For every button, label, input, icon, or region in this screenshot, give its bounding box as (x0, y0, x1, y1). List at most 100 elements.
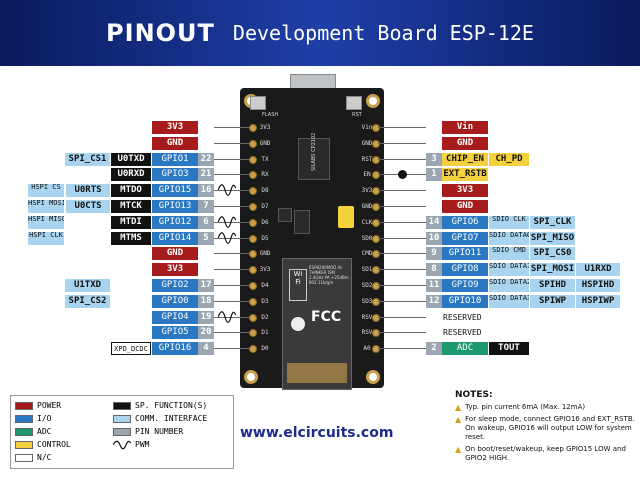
gpio-label[interactable]: GPIO1 (152, 153, 198, 166)
legend-label: ADC (37, 427, 52, 436)
legend-item: I/O (15, 413, 51, 424)
reserved-label: RESERVED (443, 328, 482, 337)
comm-interface-label: SPIWP (530, 295, 575, 308)
pin-number: 8 (426, 263, 442, 276)
header-title: PINOUT (106, 19, 215, 47)
flash-button[interactable] (250, 96, 266, 110)
header-pin-icon (372, 140, 380, 148)
legend-swatch (15, 440, 33, 449)
board-pin-label: GND (259, 140, 271, 147)
special-function-label: MTDO (111, 184, 151, 197)
rst-button[interactable] (346, 96, 362, 110)
pin-connector-line (378, 332, 426, 333)
gpio-label[interactable]: GPIO16 (152, 342, 198, 355)
comm-interface-label: SPI_CS1 (65, 153, 110, 166)
header-pin-icon (249, 345, 257, 353)
header-pin-icon (372, 250, 380, 258)
legend-swatch (15, 453, 33, 462)
board-pin-label: SD0 (361, 235, 373, 242)
board-pin-label: 3V3 (259, 124, 271, 131)
pin-number: 14 (426, 216, 442, 229)
pin-number: 10 (426, 232, 442, 245)
sdio-label: SDIO DATA0 (489, 232, 529, 245)
pin-connector-line (214, 317, 249, 318)
board-pin-label: D5 (261, 235, 269, 242)
gnd-pin-label: GND (442, 200, 488, 213)
gpio-label[interactable]: GPIO6 (442, 216, 488, 229)
header-pin-icon (249, 187, 257, 195)
gpio-label[interactable]: GPIO0 (152, 295, 198, 308)
pin-connector-line (378, 127, 426, 128)
header-pin-icon (249, 140, 257, 148)
gpio-label[interactable]: GPIO4 (152, 311, 198, 324)
board-pin-label: D6 (261, 219, 269, 226)
capacitor (338, 206, 354, 228)
pin-connector-line (378, 190, 426, 191)
control-label: CH_PD (489, 153, 529, 166)
control-label: EXT_RSTB (442, 168, 488, 181)
pin-number: 16 (198, 184, 214, 197)
pin-connector-line (378, 269, 426, 270)
gpio-label[interactable]: GPIO8 (442, 263, 488, 276)
gpio-label[interactable]: GPIO10 (442, 295, 488, 308)
board-pin-label: D3 (261, 298, 269, 305)
pin-number: 18 (198, 295, 214, 308)
header-pin-icon (372, 345, 380, 353)
header-pin-icon (372, 187, 380, 195)
usb-uart-chip: SILABS CP2102 (298, 133, 330, 180)
comm-interface-label: HSPIHD (576, 279, 620, 292)
power-pin-label: 3V3 (152, 121, 198, 134)
gpio-label[interactable]: GPIO13 (152, 200, 198, 213)
gpio-label[interactable]: GPIO7 (442, 232, 488, 245)
site-url[interactable]: www.elcircuits.com (240, 425, 394, 441)
header-pin-icon (249, 282, 257, 290)
comm-interface-label: U0RTS (66, 184, 110, 197)
legend-swatch (15, 427, 33, 436)
gpio-label[interactable]: GPIO14 (152, 232, 198, 245)
gpio-label[interactable]: GPIO11 (442, 247, 488, 260)
board-pin-label: CMD (361, 250, 373, 257)
gnd-pin-label: GND (442, 137, 488, 150)
pin-connector-line (214, 269, 249, 270)
legend-label: I/O (37, 414, 52, 423)
special-function-label: MTCK (111, 200, 151, 213)
adc-label: ADC (442, 342, 488, 355)
gpio-label[interactable]: GPIO9 (442, 279, 488, 292)
legend-swatch (113, 401, 131, 410)
gpio-label[interactable]: GPIO3 (152, 168, 198, 181)
mount-hole-icon (366, 370, 380, 384)
pin-connector-line (214, 174, 249, 175)
board-pin-label: D1 (261, 329, 269, 336)
esp-12e-module: Wi Fi ESP8266MOD AI-THINKER ISM 2.4GHz P… (282, 258, 352, 390)
legend-label: N/C (37, 453, 52, 462)
board-pin-label: SD1 (361, 266, 373, 273)
board-pin-label: 3V3 (259, 266, 271, 273)
antenna-trace (287, 363, 347, 383)
small-chip (278, 208, 292, 222)
board-pin-label: 3V3 (361, 187, 373, 194)
power-pin-label: Vin (442, 121, 488, 134)
pin-connector-line (214, 253, 249, 254)
pin-connector-line (214, 348, 249, 349)
header-pin-icon (372, 124, 380, 132)
pin-connector-line (378, 143, 426, 144)
sdio-label: SDIO CLK (489, 216, 529, 229)
pin-connector-line (214, 143, 249, 144)
gpio-label[interactable]: GPIO15 (152, 184, 198, 197)
control-label: CHIP_EN (442, 153, 488, 166)
header-banner: PINOUT Development Board ESP-12E (0, 0, 640, 66)
gpio-label[interactable]: GPIO2 (152, 279, 198, 292)
legend-item: SP. FUNCTION(S) (113, 400, 207, 411)
board-pin-label: RST (361, 156, 373, 163)
pin-number: 12 (426, 295, 442, 308)
comm-interface-label: U1RXD (576, 263, 620, 276)
gpio-label[interactable]: GPIO12 (152, 216, 198, 229)
power-pin-label: 3V3 (442, 184, 488, 197)
legend-swatch (15, 414, 33, 423)
pin-number: 22 (198, 153, 214, 166)
pwm-icon (218, 311, 236, 323)
legend-swatch (113, 414, 131, 423)
gpio-label[interactable]: GPIO5 (152, 326, 198, 339)
pin-connector-line (378, 253, 426, 254)
header-pin-icon (372, 314, 380, 322)
